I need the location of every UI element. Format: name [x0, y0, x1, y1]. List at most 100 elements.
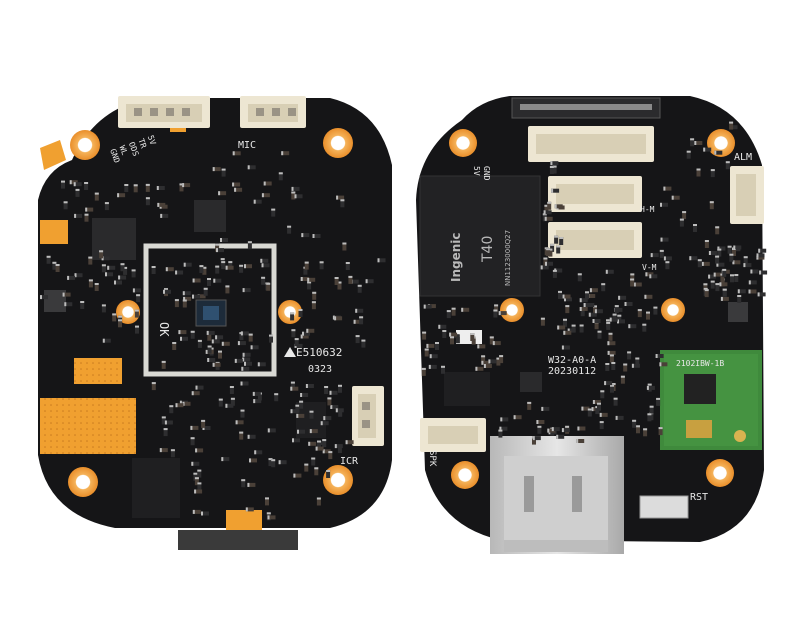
- smd-pad: [314, 467, 319, 470]
- smd-pad: [230, 397, 235, 400]
- smd-pad: [592, 319, 595, 323]
- smd-part: [133, 184, 138, 193]
- smd-part: [547, 428, 556, 433]
- smd-part: [94, 283, 99, 291]
- smd-pad: [594, 309, 597, 314]
- smd-part: [101, 304, 106, 313]
- smd-pad: [361, 339, 366, 342]
- smd-part: [261, 263, 270, 268]
- smd-components: [40, 151, 386, 521]
- smd-pad: [228, 261, 233, 264]
- smd-pad: [225, 265, 228, 270]
- smd-pad: [135, 325, 139, 328]
- smd-pad: [631, 363, 634, 368]
- smd-pad: [232, 182, 235, 187]
- wifi-module: 2102IBW-1B: [660, 350, 762, 450]
- smd-pad: [309, 429, 312, 434]
- smd-pad: [192, 278, 195, 283]
- smd-pad: [499, 355, 504, 358]
- smd-pad: [302, 331, 304, 336]
- smd-part: [483, 364, 492, 368]
- smd-pad: [660, 237, 663, 242]
- smd-pad: [722, 268, 727, 271]
- smd-pad: [335, 408, 338, 413]
- smd-pad: [488, 359, 491, 364]
- smd-part: [161, 416, 166, 425]
- smd-pad: [190, 437, 195, 440]
- smd-pad: [750, 269, 753, 274]
- smd-part: [240, 409, 245, 418]
- smd-pad: [178, 330, 181, 335]
- smd-part: [579, 324, 584, 333]
- smd-part: [175, 403, 184, 408]
- smd-pad: [605, 269, 608, 274]
- smd-pad: [665, 261, 670, 264]
- smd-pad: [85, 207, 88, 212]
- smd-part: [592, 319, 601, 323]
- smd-pad: [306, 328, 309, 333]
- smd-part: [717, 246, 726, 251]
- smd-pad: [345, 440, 348, 445]
- smd-part: [221, 261, 226, 270]
- smd-pad: [564, 297, 566, 302]
- smd-pad: [291, 186, 294, 191]
- smd-pad: [756, 255, 759, 260]
- smd-part: [84, 213, 89, 222]
- smd-part: [481, 355, 486, 364]
- smd-pad: [52, 261, 57, 264]
- smd-part: [438, 324, 447, 329]
- smd-part: [253, 199, 262, 204]
- smd-pad: [118, 315, 123, 318]
- smd-pad: [717, 248, 722, 251]
- smd-part: [545, 261, 553, 266]
- smd-part: [199, 265, 204, 274]
- smd-pad: [377, 258, 380, 263]
- smd-part: [481, 360, 490, 365]
- smd-pad: [682, 211, 687, 214]
- smd-pad: [660, 202, 662, 207]
- smd-part: [201, 419, 206, 428]
- smd-pad: [649, 274, 652, 279]
- smd-part: [451, 307, 456, 316]
- smd-part: [608, 332, 613, 341]
- smd-pad: [644, 294, 647, 299]
- smd-part: [605, 363, 610, 371]
- smd-part: [630, 273, 635, 282]
- smd-pad: [355, 308, 358, 313]
- smd-part: [317, 441, 326, 446]
- smd-pad: [345, 262, 350, 264]
- smd-part: [757, 292, 766, 297]
- smd-part: [631, 363, 640, 368]
- smd-pad: [105, 272, 107, 277]
- smd-pad: [151, 266, 156, 268]
- smd-part: [183, 296, 192, 301]
- smd-part: [353, 319, 362, 324]
- pin-label: GND: [482, 166, 491, 181]
- smd-part: [250, 345, 259, 350]
- smd-pad: [84, 213, 89, 216]
- smd-part: [225, 265, 234, 270]
- smd-pad: [267, 428, 270, 433]
- smd-pad: [112, 313, 117, 316]
- smd-part: [605, 269, 614, 274]
- smd-pad: [757, 292, 760, 297]
- smd-part: [101, 256, 110, 261]
- smd-pad: [571, 324, 576, 327]
- smd-part: [717, 248, 722, 257]
- smd-part: [239, 264, 244, 273]
- smd-part: [302, 331, 310, 336]
- smd-part: [642, 323, 647, 332]
- smd-part: [290, 409, 299, 414]
- smd-pad: [253, 199, 256, 204]
- smd-part: [597, 402, 601, 411]
- smd-pad: [324, 386, 329, 388]
- smd-pad: [175, 270, 178, 275]
- smd-pad: [151, 382, 156, 385]
- smd-pad: [612, 313, 617, 316]
- smd-pad: [579, 324, 584, 327]
- smd-part: [182, 291, 191, 296]
- smd-pad: [338, 384, 342, 387]
- smd-pad: [183, 262, 186, 267]
- smd-pad: [67, 275, 70, 280]
- mounting-hole: [278, 300, 302, 324]
